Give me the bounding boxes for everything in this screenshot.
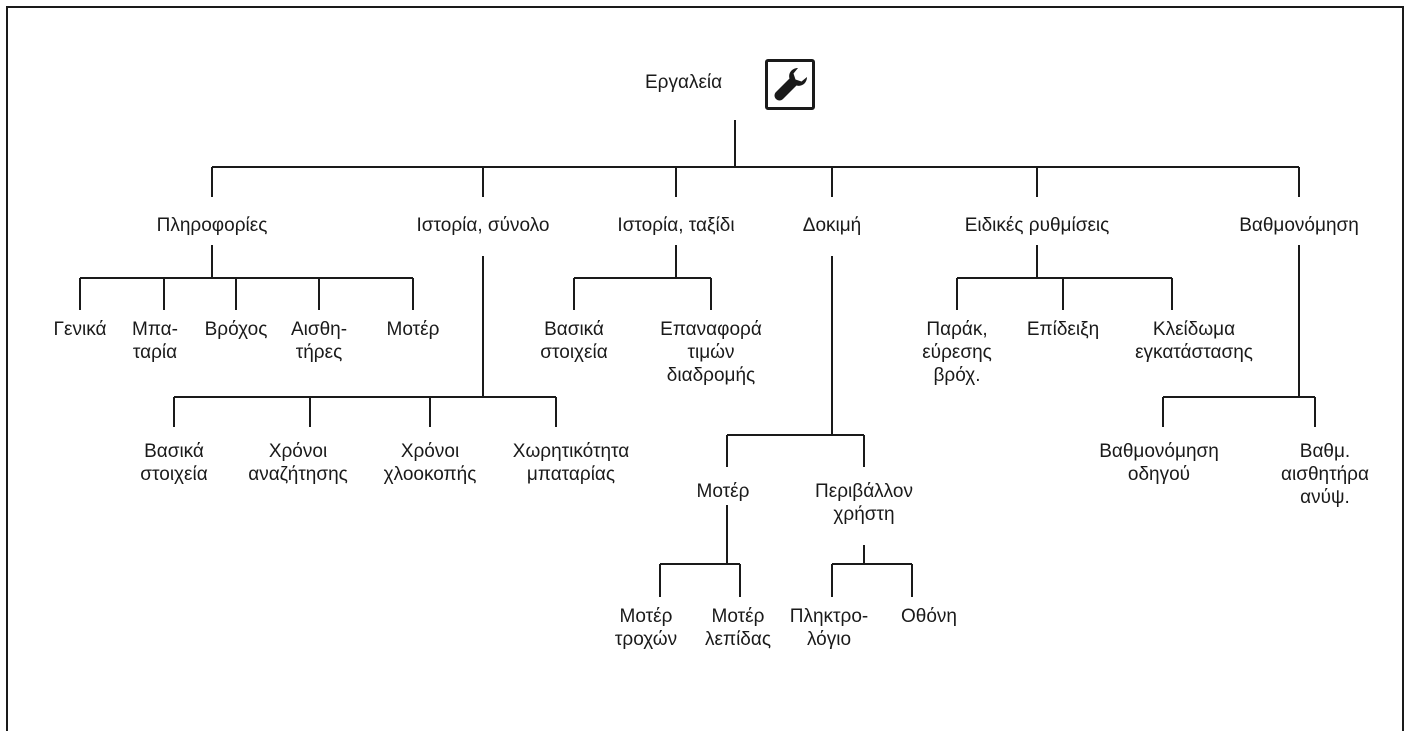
node-calibration: Βαθμονόμηση bbox=[1239, 215, 1359, 236]
node-special-install-lock: Κλείδωμα εγκατάστασης bbox=[1135, 319, 1253, 363]
node-info: Πληροφορίες bbox=[156, 215, 268, 236]
node-info-sensors: Αισθη- τήρες bbox=[290, 319, 348, 363]
node-special-settings: Ειδικές ρυθμίσεις bbox=[964, 215, 1110, 236]
node-test-blade-motor: Μοτέρ λεπίδας bbox=[704, 606, 772, 650]
node-test-motor: Μοτέρ bbox=[696, 481, 750, 502]
root-label: Εργαλεία bbox=[645, 72, 723, 93]
node-calibration-lift-sensor: Βαθμ. αισθητήρα ανύψ. bbox=[1281, 441, 1369, 508]
node-total-basics: Βασικά στοιχεία bbox=[140, 441, 208, 485]
frame-border-left bbox=[6, 6, 8, 731]
node-test-user-env: Περιβάλλον χρήστη bbox=[815, 481, 913, 525]
node-info-general: Γενικά bbox=[53, 319, 107, 340]
frame-border-right bbox=[1402, 6, 1404, 731]
node-total-battery-capacity: Χωρητικότητα μπαταρίας bbox=[512, 441, 630, 485]
node-test-keypad: Πληκτρο- λόγιο bbox=[789, 606, 869, 650]
node-test-display: Οθόνη bbox=[901, 606, 957, 627]
frame-border-top bbox=[6, 6, 1404, 8]
node-history-total: Ιστορία, σύνολο bbox=[416, 215, 550, 236]
wrench-icon bbox=[765, 59, 815, 110]
node-total-search-times: Χρόνοι αναζήτησης bbox=[248, 441, 348, 485]
node-info-battery: Μπα- ταρία bbox=[132, 319, 178, 363]
node-calibration-guide: Βαθμονόμηση οδηγού bbox=[1099, 441, 1219, 485]
node-history-trip: Ιστορία, ταξίδι bbox=[617, 215, 735, 236]
node-test-wheel-motor: Μοτέρ τροχών bbox=[614, 606, 678, 650]
node-trip-reset-route: Επαναφορά τιμών διαδρομής bbox=[660, 319, 762, 386]
node-total-mowing-times: Χρόνοι χλοοκοπής bbox=[383, 441, 477, 485]
node-special-bypass: Παράκ, εύρεσης βρόχ. bbox=[922, 319, 992, 386]
node-special-demo: Επίδειξη bbox=[1026, 319, 1100, 340]
node-trip-basics: Βασικά στοιχεία bbox=[540, 319, 608, 363]
node-info-motor: Μοτέρ bbox=[386, 319, 440, 340]
node-test: Δοκιμή bbox=[802, 215, 862, 236]
node-info-rain: Βρόχος bbox=[204, 319, 268, 340]
